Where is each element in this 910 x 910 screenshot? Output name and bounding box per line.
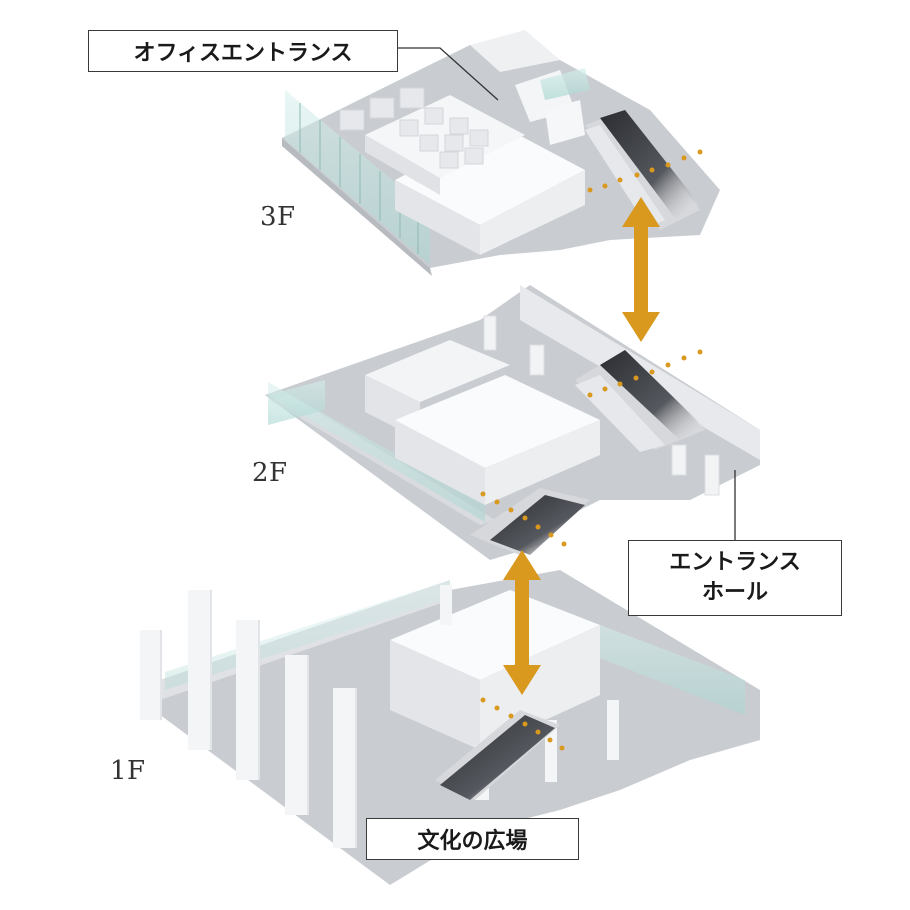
floor-1f-dots (480, 697, 565, 751)
floor-2f (265, 285, 760, 560)
office-entrance-text: オフィスエントランス (133, 41, 353, 66)
entrance-hall-label: エントランス ホール (628, 540, 842, 616)
floor-3f (282, 30, 720, 276)
floor-1f-escalator (435, 710, 560, 800)
floor-3f-glass-mullions (299, 103, 419, 254)
floor-2f-glass-wall (268, 380, 325, 425)
office-entrance-leader (398, 47, 499, 101)
office-entrance-label: オフィスエントランス (88, 30, 398, 72)
floor-2f-dots-lower (480, 491, 567, 547)
floor-3f-plate-edge (282, 138, 432, 276)
entrance-hall-text-line1: エントランス (669, 550, 801, 575)
floor-3f-office-rooms (339, 87, 525, 195)
floor-1f-glass-right (600, 625, 745, 715)
floor-2f-bridge-glass (268, 382, 485, 522)
floor-2f-dots-upper (587, 349, 703, 398)
floor-3f-main-volume (395, 125, 585, 255)
floor-1f (140, 570, 760, 885)
floor-3f-dots (587, 149, 703, 193)
floor-2f-pillars (483, 315, 720, 496)
floor-3f-entrance-rooms (470, 30, 590, 145)
entrance-hall-text-line2: ホール (701, 580, 768, 605)
culture-plaza-label: 文化の広場 (366, 818, 579, 860)
floor-label-2f: 2F (252, 458, 288, 488)
floor-label-1f: 1F (110, 756, 146, 786)
floor-1f-pillars (140, 585, 619, 848)
floor-3f-escalator (585, 110, 700, 230)
floor-label-3f: 3F (260, 202, 296, 232)
arrow-3f-2f (622, 197, 660, 342)
floor-2f-escalator-upper (575, 350, 705, 452)
arrow-2f-1f (503, 550, 541, 695)
floor-2f-main-volume (365, 340, 600, 505)
floor-3f-glass-wall (285, 90, 430, 265)
culture-plaza-text: 文化の広場 (417, 829, 528, 854)
